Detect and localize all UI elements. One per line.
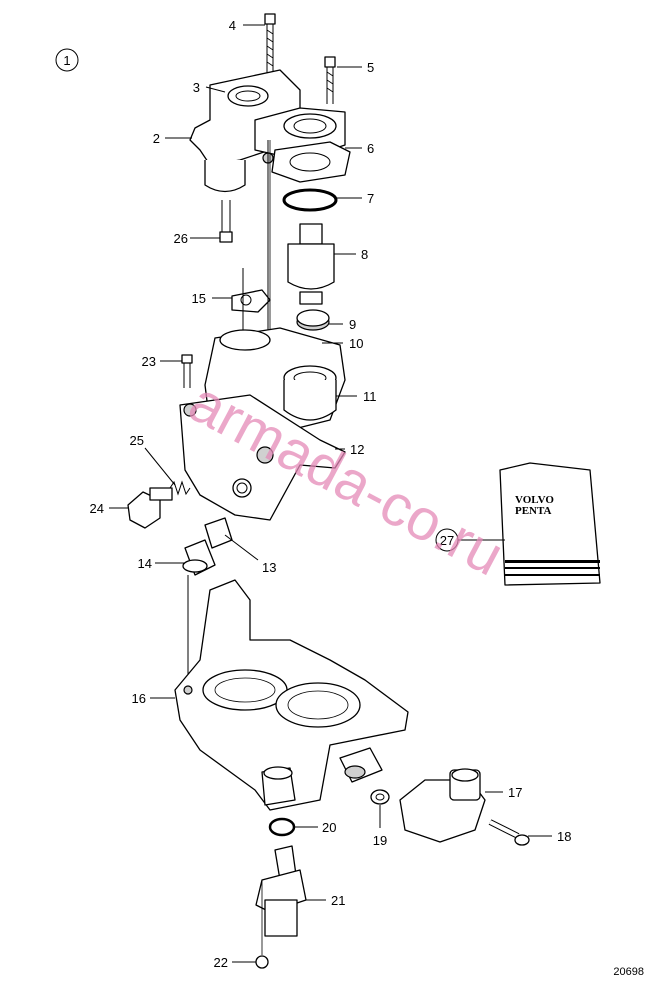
callout-8: 8 <box>361 247 368 262</box>
callout-2: 2 <box>153 131 160 146</box>
callout-27: 27 <box>435 528 459 552</box>
callout-26: 26 <box>174 231 188 246</box>
callout-22: 22 <box>214 955 228 970</box>
callout-15: 15 <box>192 291 206 306</box>
manual-booklet: VOLVO PENTA <box>499 462 601 586</box>
callout-17: 17 <box>508 785 522 800</box>
callout-11: 11 <box>363 389 377 404</box>
manual-text-penta: PENTA <box>515 505 552 517</box>
callout-16: 16 <box>132 691 146 706</box>
callout-12: 12 <box>350 442 364 457</box>
callout-14: 14 <box>138 556 152 571</box>
callout-23: 23 <box>142 354 156 369</box>
callout-5: 5 <box>367 60 374 75</box>
callout-9: 9 <box>349 317 356 332</box>
fuel-meter-body-assembly <box>127 140 346 576</box>
callout-10: 10 <box>349 336 363 351</box>
callout-4: 4 <box>229 18 236 33</box>
callout-18: 18 <box>557 829 571 844</box>
callout-21: 21 <box>331 893 345 908</box>
svg-text:27: 27 <box>440 533 454 548</box>
callout-3: 3 <box>193 80 200 95</box>
leader-lines <box>109 24 552 963</box>
callout-24: 24 <box>90 501 104 516</box>
callout-labels: 4 5 3 2 6 7 8 26 15 9 10 11 12 23 25 24 … <box>90 18 572 970</box>
callout-20: 20 <box>322 820 336 835</box>
drawing-number: 20698 <box>613 966 644 978</box>
callout-19: 19 <box>373 833 387 848</box>
callout-25: 25 <box>130 433 144 448</box>
group-number-badge: 1 <box>55 48 79 72</box>
callout-6: 6 <box>367 141 374 156</box>
injector-cover-assembly <box>189 13 351 305</box>
throttle-body-assembly <box>174 575 530 969</box>
manual-text-volvo: VOLVO <box>515 494 554 506</box>
callout-7: 7 <box>367 191 374 206</box>
callout-13: 13 <box>262 560 276 575</box>
svg-text:1: 1 <box>63 53 70 68</box>
